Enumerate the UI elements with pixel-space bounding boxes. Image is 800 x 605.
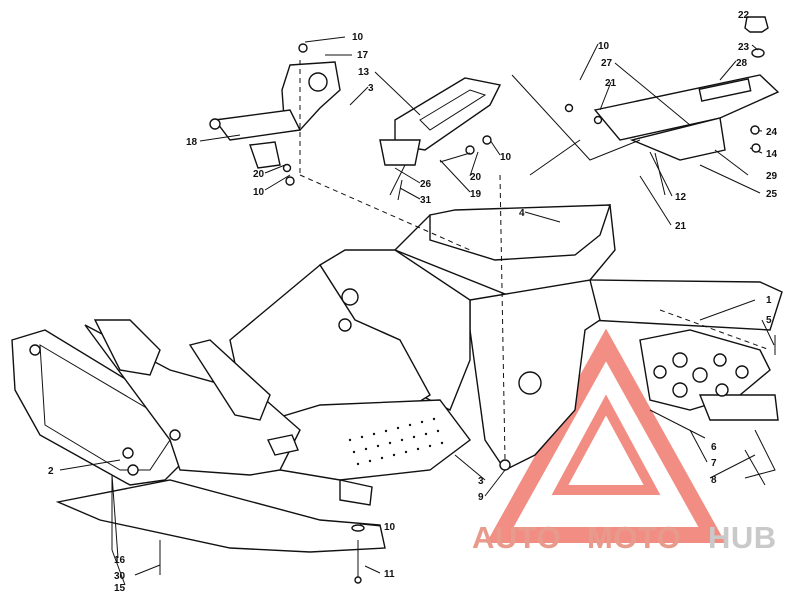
callout-label: 4 (519, 208, 525, 219)
callout-label: 3 (368, 83, 374, 94)
callout-label: 27 (601, 58, 613, 69)
callout-label: 22 (738, 10, 750, 21)
center-console-bracket (379, 77, 502, 166)
callout-label: 26 (420, 179, 432, 190)
callout-label: 17 (357, 50, 369, 61)
callout-label: 3 (478, 476, 484, 487)
callout-label: 5 (766, 315, 772, 326)
callout-label: 31 (420, 195, 432, 206)
bellypan-perforation-pattern (348, 417, 444, 466)
knob-part (744, 16, 769, 58)
callout-label: 25 (766, 189, 778, 200)
callout-label: 1 (766, 295, 772, 306)
callout-label: 10 (352, 32, 364, 43)
callout-label: 28 (736, 58, 748, 69)
callout-label: 10 (500, 152, 512, 163)
callout-label: 29 (766, 171, 778, 182)
callout-label: 12 (675, 192, 687, 203)
watermark-text-auto: AUTO (472, 520, 561, 555)
callout-label: 16 (114, 555, 126, 566)
callout-label: 11 (384, 569, 395, 580)
callout-label: 15 (114, 583, 126, 594)
callout-label: 10 (598, 41, 610, 52)
callout-label: 24 (766, 127, 778, 138)
fasteners (111, 43, 776, 584)
watermark-text-moto: MOTO (587, 520, 681, 555)
callout-label: 6 (711, 442, 717, 453)
watermark: AUTO MOTO HUB (472, 520, 777, 555)
frame-holes (29, 288, 749, 476)
leader-lines (59, 36, 776, 586)
watermark-text-hub: HUB (708, 520, 777, 555)
main-chassis-frame (11, 204, 783, 553)
callout-label: 21 (675, 221, 687, 232)
left-console-bracket (209, 61, 341, 169)
callout-label: 19 (470, 189, 482, 200)
callout-label: 10 (384, 522, 396, 533)
callout-label: 10 (253, 187, 265, 198)
callout-label: 21 (605, 78, 617, 89)
callout-label: 23 (738, 42, 750, 53)
callout-label: 13 (358, 67, 370, 78)
callout-label: 9 (478, 492, 484, 503)
callout-label: 7 (711, 458, 717, 469)
callout-label: 18 (186, 137, 198, 148)
callout-label: 14 (766, 149, 778, 160)
callout-label: 20 (253, 169, 265, 180)
right-console-panel (593, 74, 780, 161)
watermark-logo-triangle (486, 328, 726, 543)
callout-label: 8 (711, 475, 717, 486)
callout-label: 2 (48, 466, 54, 477)
callout-label: 20 (470, 172, 482, 183)
callout-label: 30 (114, 571, 126, 582)
part-callouts: 10 17 13 3 18 20 10 10 20 19 26 31 4 10 … (48, 10, 778, 594)
